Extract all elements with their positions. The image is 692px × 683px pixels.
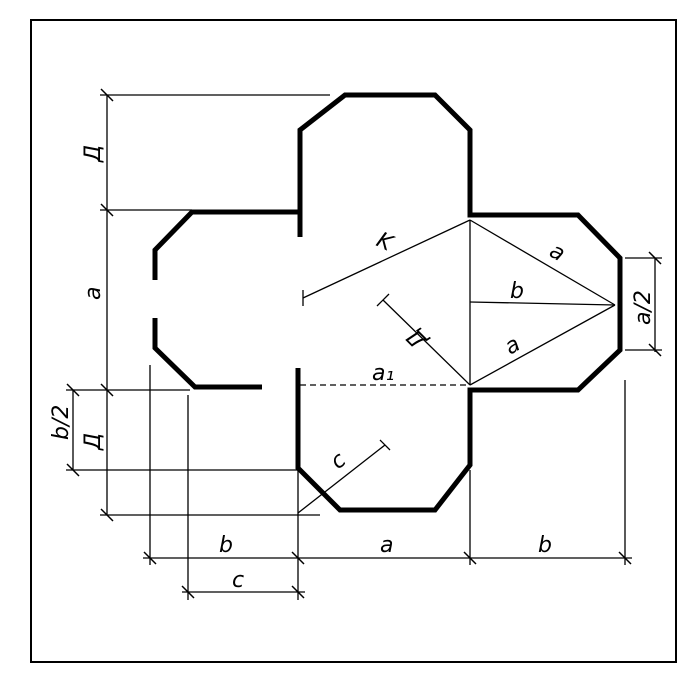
label-left-d-top: Д (81, 145, 106, 163)
label-left-a: a (81, 287, 106, 300)
label-left-b-half: b/2 (49, 405, 74, 440)
label-bottom-b-right: b (538, 533, 552, 558)
labels: Д a b/2 Д b c a b K Д b a a a/2 a₁ c (49, 145, 656, 593)
label-inner-a-top: a (545, 239, 569, 267)
label-inner-c: c (326, 448, 351, 475)
label-bottom-b-left: b (219, 533, 233, 558)
dimension-lines (66, 88, 662, 600)
label-inner-d: Д (402, 324, 433, 355)
frame (30, 19, 677, 663)
label-bottom-a: a (380, 533, 393, 558)
label-left-d-bottom: Д (81, 433, 106, 451)
label-right-a-half: a/2 (631, 290, 656, 325)
label-inner-a-bottom: a (501, 332, 525, 360)
label-bottom-c: c (232, 568, 244, 593)
label-a1: a₁ (372, 361, 394, 386)
building-outline (152, 92, 623, 513)
label-k: K (372, 228, 397, 257)
construction-lines (297, 219, 616, 514)
label-inner-b: b (510, 279, 524, 304)
